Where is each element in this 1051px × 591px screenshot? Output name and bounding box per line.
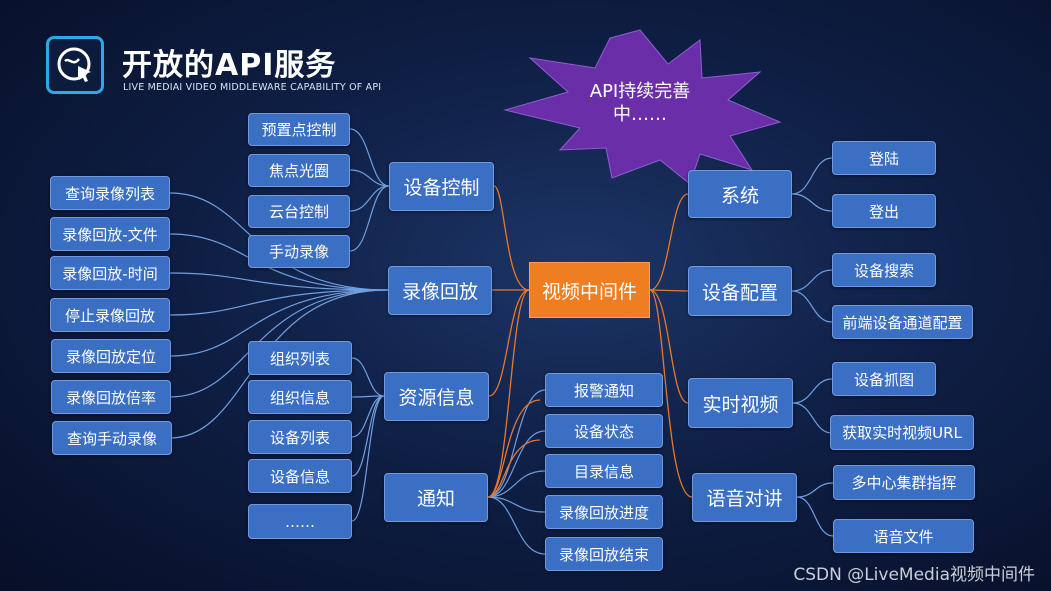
leaf-multi-center-command: 多中心集群指挥: [833, 465, 975, 500]
node-live-video: 实时视频: [688, 378, 793, 428]
leaf-playback-file: 录像回放-文件: [50, 217, 170, 251]
node-device-control: 设备控制: [389, 162, 494, 211]
leaf-device-list: 设备列表: [248, 420, 352, 454]
leaf-query-record-list: 查询录像列表: [50, 176, 170, 210]
leaf-more: ……: [248, 504, 352, 539]
leaf-manual-record: 手动录像: [248, 235, 350, 268]
leaf-playback-time: 录像回放-时间: [50, 256, 170, 290]
leaf-playback-progress: 录像回放进度: [545, 495, 663, 529]
node-intercom: 语音对讲: [692, 473, 797, 522]
leaf-channel-config: 前端设备通道配置: [832, 305, 973, 339]
node-notify: 通知: [384, 473, 488, 522]
leaf-logout: 登出: [832, 194, 936, 228]
api-callout-line2: 中……: [613, 104, 667, 125]
leaf-device-info: 设备信息: [248, 459, 352, 493]
leaf-device-search: 设备搜索: [832, 253, 936, 287]
node-resources: 资源信息: [384, 372, 489, 421]
leaf-catalog-info: 目录信息: [545, 454, 663, 488]
app-logo-icon: [46, 36, 104, 94]
leaf-voice-file: 语音文件: [833, 519, 974, 553]
node-device-config: 设备配置: [688, 266, 792, 316]
leaf-playback-seek: 录像回放定位: [51, 339, 171, 373]
api-callout-text: API持续完善 中……: [560, 80, 720, 126]
leaf-org-info: 组织信息: [248, 380, 352, 414]
leaf-stop-playback: 停止录像回放: [50, 298, 170, 332]
leaf-device-status: 设备状态: [545, 414, 663, 448]
leaf-playback-rate: 录像回放倍率: [51, 380, 171, 414]
leaf-focus-iris: 焦点光圈: [248, 154, 350, 187]
leaf-login: 登陆: [832, 141, 936, 175]
page-title: 开放的API服务: [122, 48, 337, 83]
api-callout-line1: API持续完善: [589, 81, 691, 102]
leaf-preset-control: 预置点控制: [248, 113, 350, 146]
leaf-get-live-url: 获取实时视频URL: [830, 415, 974, 450]
leaf-alarm-notify: 报警通知: [545, 373, 663, 407]
leaf-org-list: 组织列表: [248, 341, 352, 375]
leaf-playback-end: 录像回放结束: [545, 537, 663, 571]
leaf-query-manual-record: 查询手动录像: [52, 421, 172, 455]
watermark: CSDN @LiveMedia视频中间件: [793, 565, 1035, 585]
starburst-shape: [503, 29, 782, 185]
leaf-snapshot: 设备抓图: [832, 362, 936, 396]
page-subtitle: LIVE MEDIAI VIDEO MIDDLEWARE CAPABILITY …: [123, 82, 382, 93]
node-playback: 录像回放: [388, 266, 492, 315]
center-node: 视频中间件: [529, 262, 650, 318]
leaf-ptz-control: 云台控制: [248, 195, 350, 228]
node-system: 系统: [688, 170, 792, 218]
